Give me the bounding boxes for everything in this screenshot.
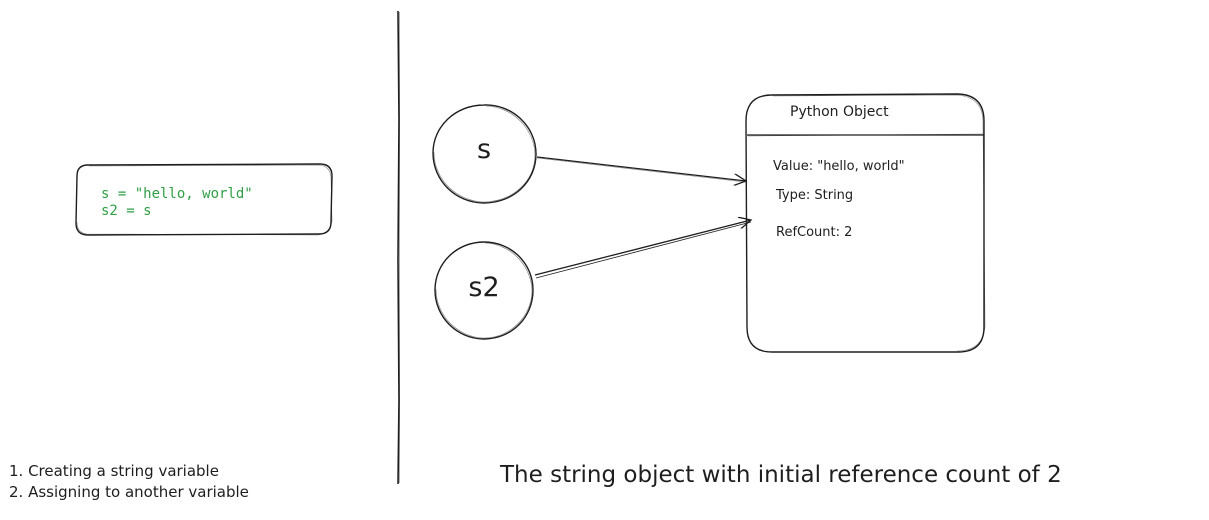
- variable-label-s2: s2: [468, 272, 500, 303]
- python-object-box: [745, 93, 985, 353]
- code-box-outline: [75, 163, 333, 236]
- variable-circle-s2: [434, 241, 534, 340]
- step-item: 2. Assigning to another variable: [9, 483, 249, 501]
- arrow-s-to-object: [536, 156, 746, 181]
- arrow-s2-to-object: [534, 220, 751, 276]
- python-object-type: Type: String: [776, 188, 854, 203]
- code-line-2: s2 = s: [101, 203, 152, 219]
- diagram-caption: The string object with initial reference…: [500, 462, 1062, 488]
- variable-label-s: s: [476, 134, 492, 165]
- vertical-divider: [397, 10, 400, 485]
- python-object-value: Value: "hello, world": [773, 159, 905, 174]
- steps-list: 1. Creating a string variable 2. Assigni…: [9, 461, 249, 503]
- code-line-1: s = "hello, world": [101, 186, 253, 202]
- python-object-title: Python Object: [790, 104, 889, 120]
- python-object-refcount: RefCount: 2: [776, 225, 853, 240]
- step-item: 1. Creating a string variable: [9, 462, 219, 480]
- variable-circle-s: [432, 104, 537, 204]
- code-snippet: s = "hello, world" s2 = s: [76, 164, 332, 234]
